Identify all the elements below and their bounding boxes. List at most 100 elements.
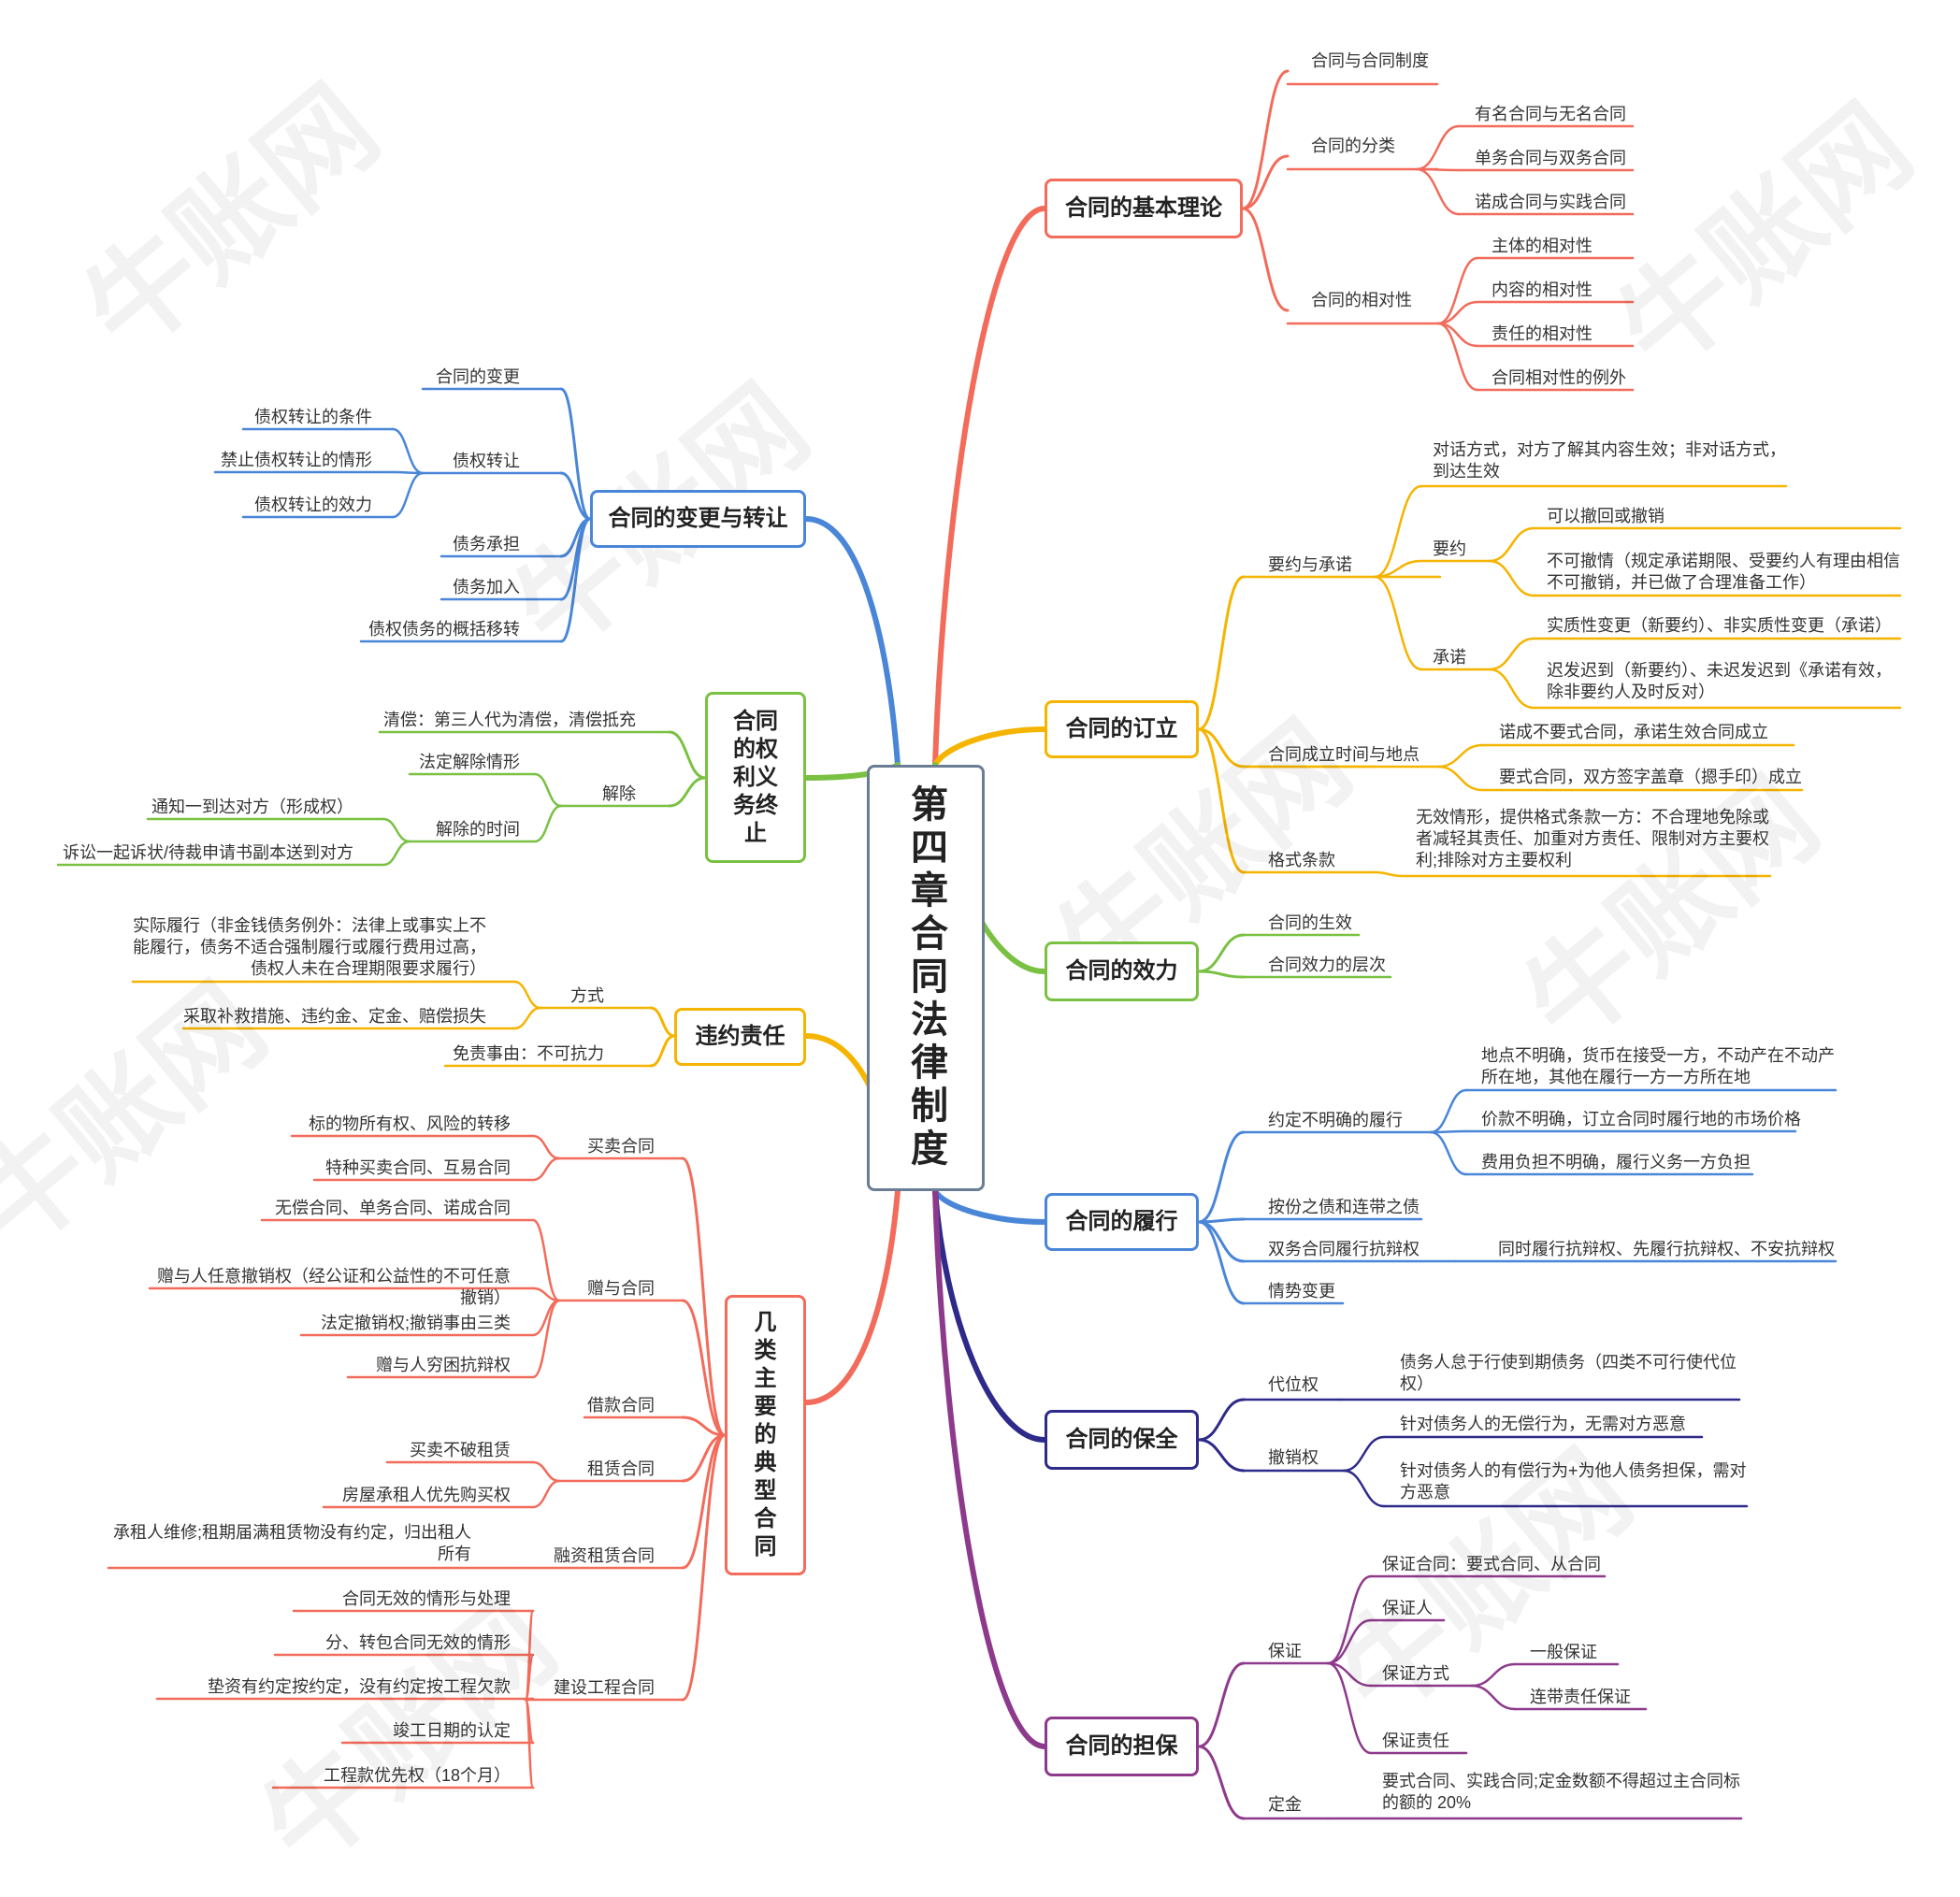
leaf-topic[interactable]: 禁止债权转让的情形 — [221, 451, 372, 469]
topic-preservation[interactable]: 合同的保全 — [1045, 1410, 1199, 1470]
leaf-topic[interactable]: 房屋承租人优先购买权 — [342, 1486, 511, 1504]
subtopic[interactable]: 建设工程合同 — [554, 1678, 655, 1697]
leaf-topic[interactable]: 债权转让的效力 — [254, 496, 372, 514]
connector-line — [681, 1433, 727, 1570]
subtopic[interactable]: 租赁合同 — [587, 1459, 655, 1478]
subtopic[interactable]: 保证 — [1268, 1642, 1302, 1660]
leaf-topic[interactable]: 合同相对性的例外 — [1492, 368, 1626, 387]
subtopic[interactable]: 合同与合同制度 — [1311, 51, 1429, 70]
leaf-topic[interactable]: 要约 — [1433, 539, 1466, 558]
leaf-topic[interactable]: 对话方式，对方了解其内容生效；非对话方式， 到达生效 — [1433, 440, 1786, 481]
leaf-topic[interactable]: 无效情形，提供格式条款一方：不合理地免除或 者减轻其责任、加重对方责任、限制对方… — [1416, 808, 1769, 869]
leaf-topic[interactable]: 特种买卖合同、互易合同 — [325, 1158, 511, 1177]
topic-typical-contracts[interactable]: 几 类 主 要 的 典 型 合 同 — [725, 1295, 806, 1575]
subtopic[interactable]: 合同的生效 — [1268, 913, 1352, 932]
leaf-topic[interactable]: 赠与人任意撤销权（经公证和公益性的不可任意 撤销） — [157, 1267, 511, 1307]
subtopic[interactable]: 债务加入 — [453, 578, 520, 596]
leaf-topic[interactable]: 内容的相对性 — [1492, 280, 1592, 299]
subtopic[interactable]: 合同的相对性 — [1311, 291, 1412, 309]
topic-guarantee[interactable]: 合同的担保 — [1045, 1717, 1199, 1776]
subtopic[interactable]: 赠与合同 — [587, 1279, 655, 1298]
subtopic[interactable]: 免责事由：不可抗力 — [453, 1044, 604, 1063]
leaf-topic[interactable]: 通知一到达对方（形成权） — [151, 798, 353, 816]
leaf-topic[interactable]: 采取补救措施、违约金、定金、赔偿损失 — [183, 1007, 486, 1026]
subtopic[interactable]: 约定不明确的履行 — [1268, 1111, 1403, 1129]
connector-line — [1197, 1398, 1246, 1442]
leaf-topic[interactable]: 法定撤销权;撤销事由三类 — [321, 1314, 511, 1332]
leaf-topic[interactable]: 实质性变更（新要约）、非实质性变更（承诺） — [1547, 616, 1892, 635]
leaf-topic[interactable]: 诉讼一起诉状/待裁申请书副本送到对方 — [63, 843, 353, 862]
subtopic[interactable]: 债权债务的概括移转 — [368, 620, 520, 639]
leaf-topic[interactable]: 承诺 — [1433, 648, 1466, 667]
subtopic[interactable]: 合同效力的层次 — [1268, 956, 1386, 974]
subtopic[interactable]: 买卖合同 — [587, 1137, 655, 1156]
leaf-topic[interactable]: 迟发迟到（新要约）、未迟发迟到《承诺有效， 除非要约人及时反对） — [1547, 661, 1892, 701]
subtopic[interactable]: 方式 — [570, 986, 604, 1005]
subtopic[interactable]: 双务合同履行抗辩权 — [1268, 1240, 1420, 1258]
topic-termination[interactable]: 合同 的权 利义 务终 止 — [705, 692, 806, 863]
leaf-topic[interactable]: 标的物所有权、风险的转移 — [309, 1114, 511, 1133]
subtopic[interactable]: 按份之债和连带之债 — [1268, 1198, 1420, 1216]
leaf-topic[interactable]: 保证责任 — [1382, 1732, 1449, 1750]
leaf-topic[interactable]: 法定解除情形 — [419, 753, 520, 771]
leaf-topic[interactable]: 针对债务人的无偿行为，无需对方恶意 — [1400, 1415, 1686, 1433]
leaf-topic[interactable]: 解除的时间 — [436, 820, 520, 839]
leaf-topic[interactable]: 竣工日期的认定 — [393, 1721, 511, 1740]
leaf-topic[interactable]: 主体的相对性 — [1492, 237, 1592, 255]
leaf-topic[interactable]: 赠与人穷困抗辩权 — [376, 1356, 511, 1374]
topic-formation[interactable]: 合同的订立 — [1045, 700, 1199, 758]
subtopic[interactable]: 合同的变更 — [436, 367, 520, 386]
topic-change-transfer[interactable]: 合同的变更与转让 — [590, 490, 806, 548]
leaf-topic[interactable]: 一般保证 — [1530, 1643, 1597, 1661]
subtopic[interactable]: 合同成立时间与地点 — [1268, 745, 1420, 764]
subtopic[interactable]: 借款合同 — [587, 1396, 655, 1415]
leaf-topic[interactable]: 合同无效的情形与处理 — [342, 1589, 511, 1608]
connector-line — [1197, 727, 1246, 874]
leaf-topic[interactable]: 不可撤情（规定承诺期限、受要约人有理由相信 不可撤销，并已做了合理准备工作） — [1547, 552, 1900, 592]
leaf-topic[interactable]: 实际履行（非金钱债务例外：法律上或事实上不 能履行，债务不适合强制履行或履行费用… — [133, 916, 486, 978]
leaf-topic[interactable]: 保证合同：要式合同、从合同 — [1382, 1555, 1601, 1574]
leaf-topic[interactable]: 买卖不破租赁 — [410, 1441, 511, 1459]
connector-line — [1326, 1618, 1373, 1665]
leaf-topic[interactable]: 单务合同与双务合同 — [1475, 149, 1626, 167]
leaf-topic[interactable]: 垫资有约定按约定，没有约定按工程欠款 — [208, 1677, 511, 1696]
leaf-topic[interactable]: 同时履行抗辩权、先履行抗辩权、不安抗辩权 — [1498, 1240, 1835, 1258]
subtopic[interactable]: 代位权 — [1268, 1375, 1319, 1394]
leaf-topic[interactable]: 保证人 — [1382, 1599, 1433, 1617]
leaf-topic[interactable]: 无偿合同、单务合同、诺成合同 — [275, 1199, 511, 1217]
leaf-topic[interactable]: 工程款优先权（18个月） — [323, 1766, 511, 1785]
subtopic[interactable]: 撤销权 — [1268, 1448, 1319, 1467]
leaf-topic[interactable]: 诺成不要式合同，承诺生效合同成立 — [1499, 723, 1768, 741]
topic-validity[interactable]: 合同的效力 — [1045, 941, 1199, 1001]
leaf-topic[interactable]: 有名合同与无名合同 — [1475, 105, 1626, 123]
leaf-topic[interactable]: 分、转包合同无效的情形 — [325, 1633, 511, 1652]
leaf-topic[interactable]: 价款不明确，订立合同时履行地的市场价格 — [1481, 1110, 1801, 1128]
leaf-topic[interactable]: 要式合同，双方签字盖章（摁手印）成立 — [1499, 768, 1802, 786]
subtopic[interactable]: 要约与承诺 — [1268, 555, 1352, 574]
leaf-topic[interactable]: 债务人怠于行使到期债务（四类不可行使代位 权） — [1400, 1353, 1737, 1393]
subtopic[interactable]: 格式条款 — [1268, 851, 1335, 869]
topic-basic-theory[interactable]: 合同的基本理论 — [1045, 179, 1243, 238]
subtopic[interactable]: 定金 — [1268, 1795, 1302, 1814]
subtopic[interactable]: 合同的分类 — [1311, 137, 1395, 155]
leaf-topic[interactable]: 可以撤回或撤销 — [1547, 507, 1665, 525]
subtopic[interactable]: 债权转让 — [453, 452, 520, 470]
leaf-topic[interactable]: 费用负担不明确，履行义务一方负担 — [1481, 1153, 1751, 1171]
leaf-topic[interactable]: 连带责任保证 — [1530, 1688, 1631, 1706]
leaf-topic[interactable]: 诺成合同与实践合同 — [1475, 193, 1626, 211]
central-topic[interactable]: 第四章合同法律制度 — [867, 765, 985, 1191]
subtopic[interactable]: 债务承担 — [453, 535, 520, 553]
leaf-topic[interactable]: 债权转让的条件 — [254, 408, 372, 426]
leaf-topic[interactable]: 保证方式 — [1382, 1664, 1449, 1683]
subtopic[interactable]: 融资租赁合同 — [554, 1546, 655, 1565]
leaf-topic[interactable]: 针对债务人的有偿行为+为他人债务担保，需对 方恶意 — [1400, 1461, 1747, 1502]
topic-performance[interactable]: 合同的履行 — [1045, 1193, 1199, 1251]
subtopic[interactable]: 情势变更 — [1268, 1282, 1335, 1301]
topic-breach[interactable]: 违约责任 — [674, 1008, 806, 1066]
subtopic[interactable]: 解除 — [602, 784, 636, 803]
leaf-topic[interactable]: 承租人维修;租期届满租赁物没有约定，归出租人 所有 — [113, 1523, 471, 1563]
leaf-topic[interactable]: 责任的相对性 — [1492, 324, 1592, 343]
subtopic[interactable]: 清偿：第三人代为清偿，清偿抵充 — [383, 711, 636, 729]
leaf-topic[interactable]: 地点不明确，货币在接受一方，不动产在不动产 所在地，其他在履行一方一方所在地 — [1481, 1046, 1835, 1086]
leaf-topic[interactable]: 要式合同、实践合同;定金数额不得超过主合同标 的额的 20% — [1382, 1772, 1740, 1812]
